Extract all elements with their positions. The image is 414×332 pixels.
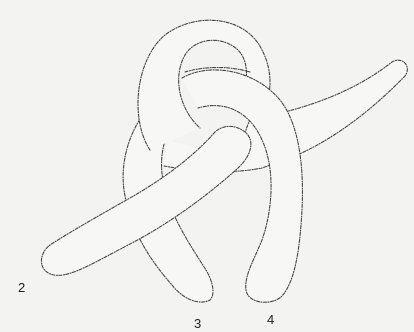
strand-label-4: 4 xyxy=(267,313,274,326)
strand-label-2: 2 xyxy=(18,281,25,294)
strand-label-3: 3 xyxy=(194,317,201,330)
